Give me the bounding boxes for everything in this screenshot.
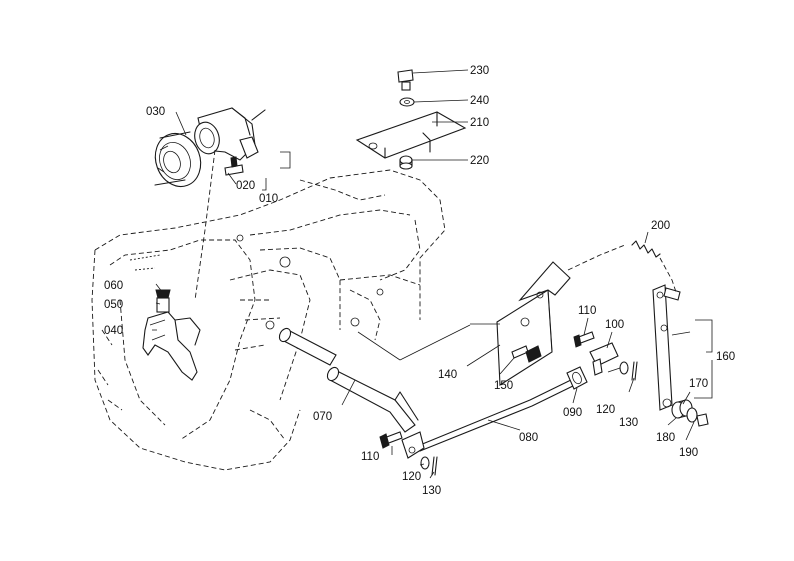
callout-170: 170	[689, 378, 708, 390]
callout-040: 040	[104, 325, 123, 337]
callout-120-lower: 120	[402, 471, 421, 483]
callout-080: 080	[519, 432, 538, 444]
callout-190: 190	[679, 447, 698, 459]
plate-washer	[399, 97, 415, 107]
cotter-pin-lower	[431, 456, 438, 476]
callout-070: 070	[313, 411, 332, 423]
leader-lines	[152, 69, 713, 479]
callout-010: 010	[259, 193, 278, 205]
callout-100: 100	[605, 319, 624, 331]
lever-washer	[686, 407, 698, 423]
release-shaft	[278, 327, 419, 433]
callout-160: 160	[716, 351, 735, 363]
callout-090: 090	[563, 407, 582, 419]
washer-lower	[420, 456, 430, 470]
callout-200: 200	[651, 220, 670, 232]
plate-bolt	[397, 69, 414, 91]
callout-060: 060	[104, 280, 123, 292]
cover-plate	[355, 111, 467, 159]
callout-150: 150	[494, 380, 513, 392]
callout-110-lower: 110	[361, 451, 379, 463]
callout-050: 050	[104, 299, 123, 311]
callout-130-upper: 130	[619, 417, 638, 429]
release-hub	[194, 107, 266, 161]
grease-fitting	[224, 156, 244, 176]
callout-220: 220	[470, 155, 489, 167]
clutch-rod	[401, 377, 578, 459]
bracket	[496, 261, 571, 386]
cotter-pin-upper	[631, 361, 638, 381]
release-bearing	[154, 131, 202, 188]
callout-210: 210	[470, 117, 489, 129]
callout-110-upper: 110	[578, 305, 596, 317]
clevis	[589, 342, 619, 376]
callout-120-upper: 120	[596, 404, 615, 416]
lever-nut	[696, 413, 709, 427]
callout-140: 140	[438, 369, 457, 381]
clutch-lever	[652, 284, 681, 411]
callout-180: 180	[656, 432, 675, 444]
adjust-nut	[566, 366, 588, 390]
washer-upper	[619, 361, 629, 375]
callout-230: 230	[470, 65, 489, 77]
plate-bushing	[399, 155, 413, 170]
bracket-bolt	[511, 345, 542, 363]
callout-labels: 030 020 010 060 050 040 070 080 090 100 …	[104, 65, 735, 497]
callout-130-lower: 130	[422, 485, 441, 497]
callout-020: 020	[236, 180, 255, 192]
bolt-lower	[379, 431, 403, 449]
callout-030: 030	[146, 106, 165, 118]
bolt-upper	[573, 331, 595, 348]
release-fork	[142, 289, 201, 381]
return-spring	[567, 240, 677, 293]
callout-240: 240	[470, 95, 489, 107]
transmission-housing	[91, 169, 446, 471]
